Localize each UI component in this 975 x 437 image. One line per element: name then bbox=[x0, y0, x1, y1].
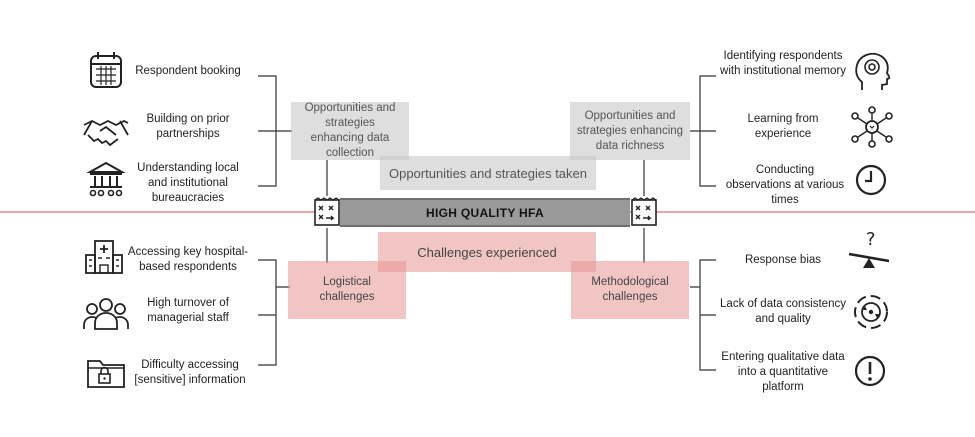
data-consistency-label: Lack of data consistency and quality bbox=[720, 298, 846, 325]
people-group-icon bbox=[83, 298, 129, 330]
challenges-experienced-label: Challenges experienced bbox=[378, 232, 596, 272]
institution-icon bbox=[86, 161, 126, 197]
svg-text:?: ? bbox=[866, 229, 876, 250]
circular-arrows-icon bbox=[854, 295, 888, 329]
exclamation-icon bbox=[854, 355, 886, 387]
opportunity-box-right: Opportunities and strategies enhancing d… bbox=[570, 102, 690, 160]
managerial-turnover-label: High turnover of managerial staff bbox=[147, 297, 229, 324]
institutional-memory-label: Identifying respondents with institution… bbox=[720, 50, 846, 77]
sensitive-information-label: Difficulty accessing [sensitive] informa… bbox=[134, 359, 246, 386]
hospital-icon bbox=[85, 240, 123, 274]
head-memory-icon bbox=[855, 52, 890, 90]
locked-folder-icon bbox=[87, 360, 125, 388]
high-quality-hfa-bar: HIGH QUALITY HFA bbox=[340, 198, 630, 227]
clock-icon bbox=[855, 164, 887, 196]
respondent-booking-label: Respondent booking bbox=[135, 65, 241, 77]
qualitative-data-label: Entering qualitative data into a quantit… bbox=[721, 351, 845, 393]
challenge-box-left: Logistical challenges bbox=[288, 261, 406, 319]
learning-from-experience-label: Learning from experience bbox=[747, 113, 819, 140]
balance-question-icon: ? bbox=[848, 229, 890, 268]
strategy-map-icon-left bbox=[314, 197, 340, 226]
opportunities-taken-label: Opportunities and strategies taken bbox=[380, 156, 596, 190]
bureaucracies-label: Understanding local and institutional bu… bbox=[137, 162, 239, 204]
network-lightbulb-icon bbox=[851, 106, 893, 148]
response-bias-label: Response bias bbox=[744, 254, 822, 266]
challenge-box-right: Methodological challenges bbox=[571, 261, 689, 319]
opportunity-box-left: Opportunities and strategies enhancing d… bbox=[291, 102, 409, 160]
hospital-respondents-label: Accessing key hospital-based respondents bbox=[127, 246, 249, 273]
strategy-map-icon-right bbox=[631, 197, 657, 226]
observations-various-times-label: Conducting observations at various times bbox=[725, 164, 845, 206]
handshake-icon bbox=[83, 119, 129, 147]
prior-partnerships-label: Building on prior partnerships bbox=[146, 113, 230, 140]
calendar-icon bbox=[90, 52, 122, 88]
